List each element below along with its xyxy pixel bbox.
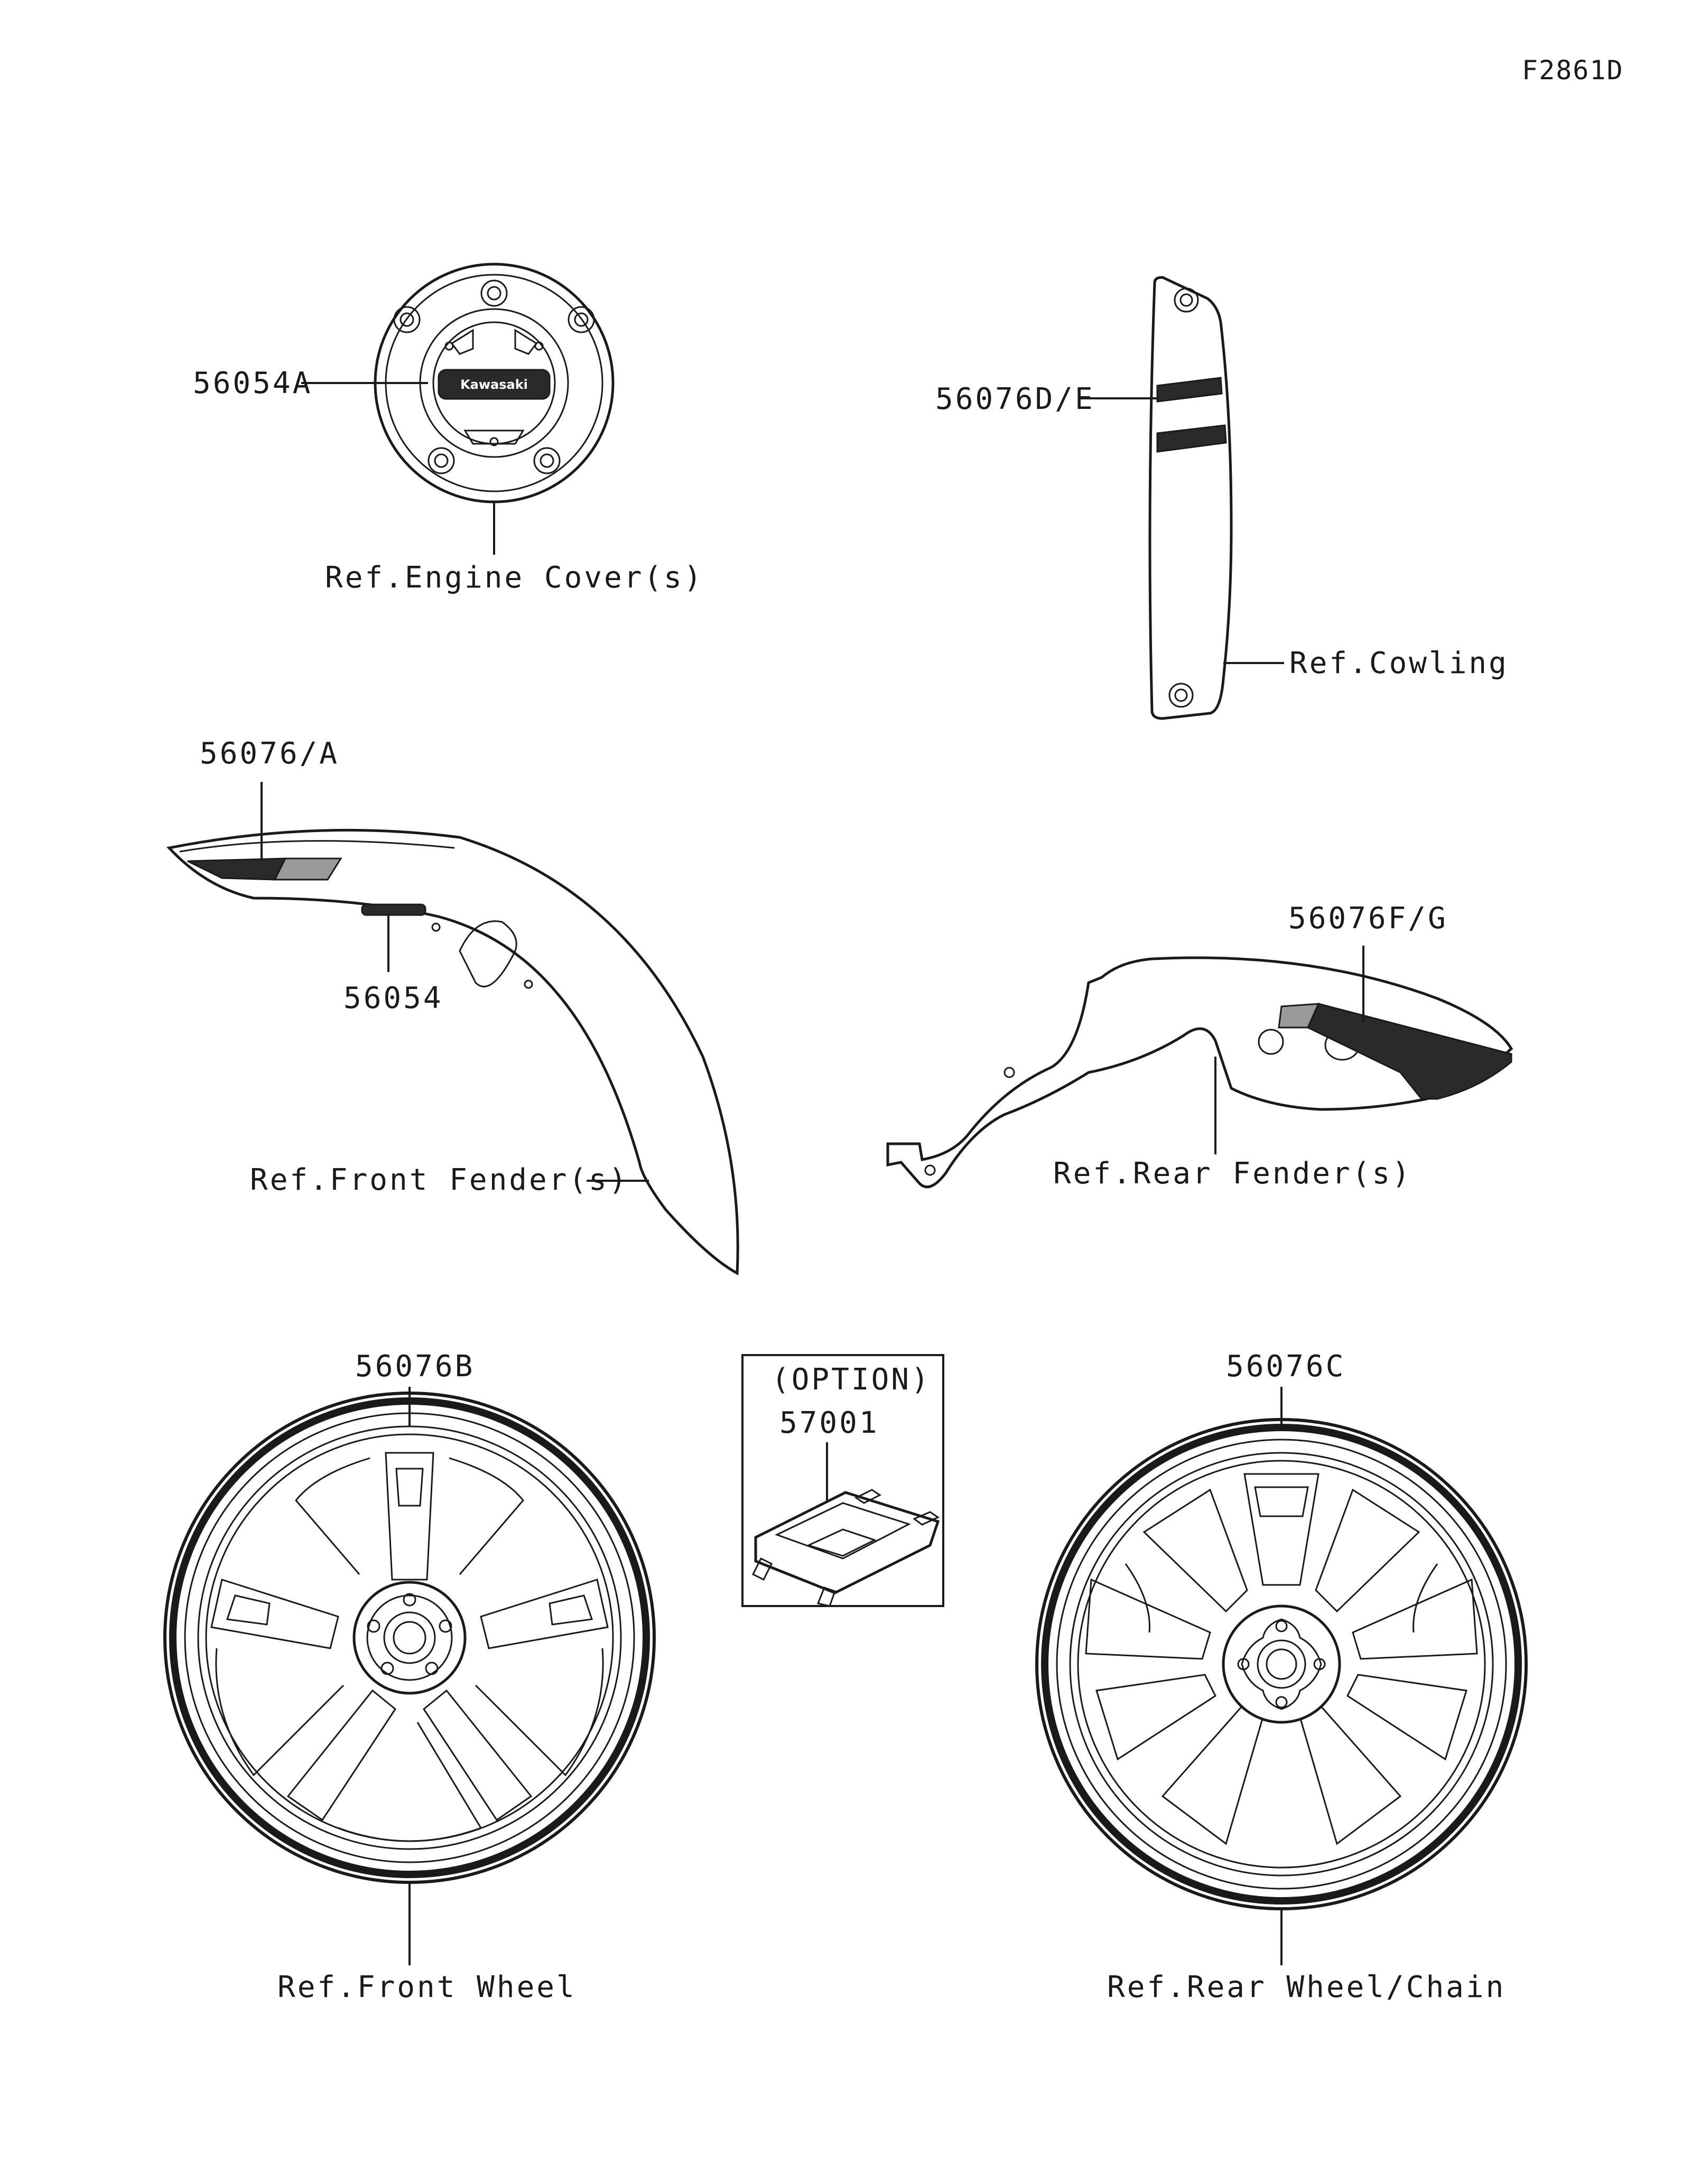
- callout-56054A: 56054A: [193, 366, 312, 400]
- callout-57001: 57001: [779, 1406, 879, 1440]
- callout-56076FG: 56076F/G: [1288, 901, 1448, 936]
- option-part-illustration: [751, 1489, 940, 1607]
- callout-56076B: 56076B: [355, 1349, 475, 1384]
- kawasaki-logo-text: Kawasaki: [460, 377, 528, 392]
- engine-cover-illustration: Kawasaki: [374, 263, 615, 503]
- ref-rear-wheel: Ref.Rear Wheel/Chain: [1107, 1970, 1506, 2004]
- callout-56076DE: 56076D/E: [935, 382, 1095, 416]
- fender-emblem: [361, 903, 426, 916]
- kawasaki-logo-badge: [438, 369, 551, 400]
- figure-id: F2861D: [1522, 55, 1624, 86]
- option-box-title: (OPTION): [772, 1362, 931, 1397]
- callout-56076A: 56076/A: [200, 736, 339, 771]
- rear-fender-illustration: [886, 956, 1513, 1189]
- callout-56076C: 56076C: [1226, 1349, 1345, 1384]
- front-wheel-illustration: [163, 1392, 656, 1884]
- cowling-illustration: [1148, 276, 1233, 720]
- ref-engine-cover: Ref.Engine Cover(s): [325, 561, 704, 595]
- ref-front-fender: Ref.Front Fender(s): [250, 1163, 629, 1197]
- option-box: (OPTION) 57001: [741, 1354, 944, 1607]
- ref-cowling: Ref.Cowling: [1289, 646, 1509, 680]
- ref-rear-fender: Ref.Rear Fender(s): [1053, 1156, 1412, 1191]
- callout-56054: 56054: [343, 981, 443, 1015]
- ref-front-wheel: Ref.Front Wheel: [277, 1970, 577, 2004]
- front-fender-illustration: [166, 828, 739, 1276]
- rear-wheel-illustration: [1035, 1418, 1528, 1910]
